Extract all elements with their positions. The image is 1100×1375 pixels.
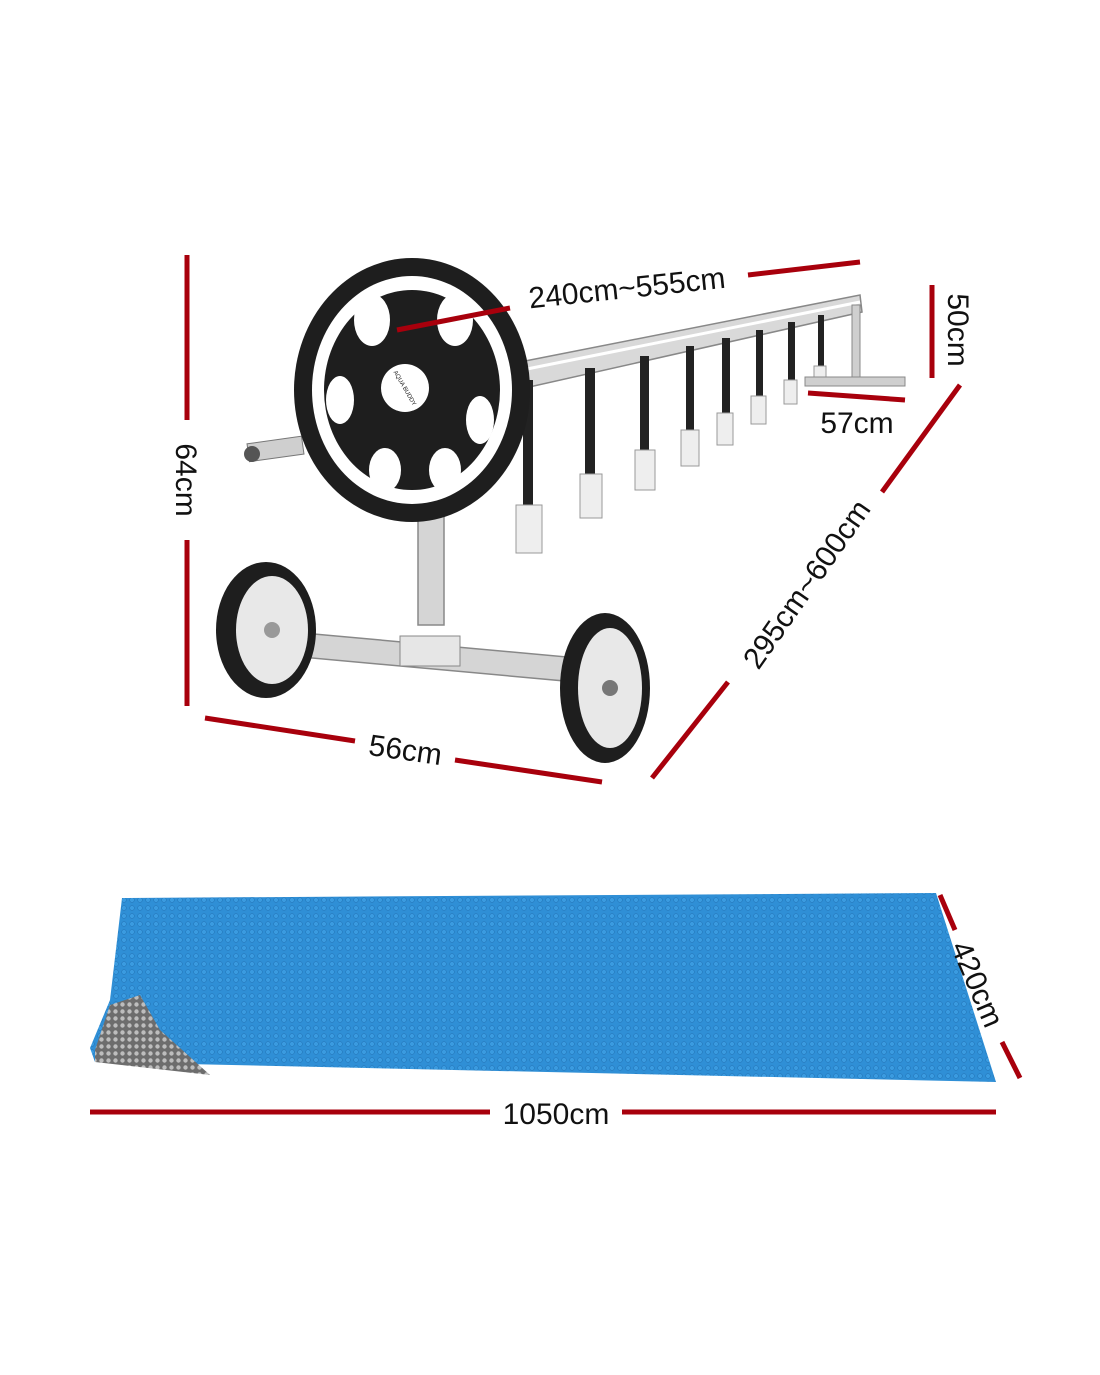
reel-width-label: 240cm~555cm [527,262,727,315]
stand-base-label: 56cm [367,729,444,772]
dimension-lines [90,255,1023,1115]
brand-logo-hub [381,364,429,412]
reel-length-label: 295cm~600cm [737,494,877,675]
end-height-label: 50cm [941,293,974,366]
end-stand [804,304,906,387]
right-wheel [560,613,650,763]
roller-illustration: AQUA BUDDY [216,258,906,763]
left-wheel [216,562,316,698]
cover-underside-curl [95,995,210,1075]
cover-length-label: 1050cm [503,1098,610,1131]
cover-straps [515,315,827,554]
crank-wheel: AQUA BUDDY [294,258,530,522]
pool-cover-illustration [90,893,996,1082]
pool-cover [90,893,996,1082]
stand-height-label: 64cm [169,443,202,516]
end-base-label: 57cm [820,407,893,440]
